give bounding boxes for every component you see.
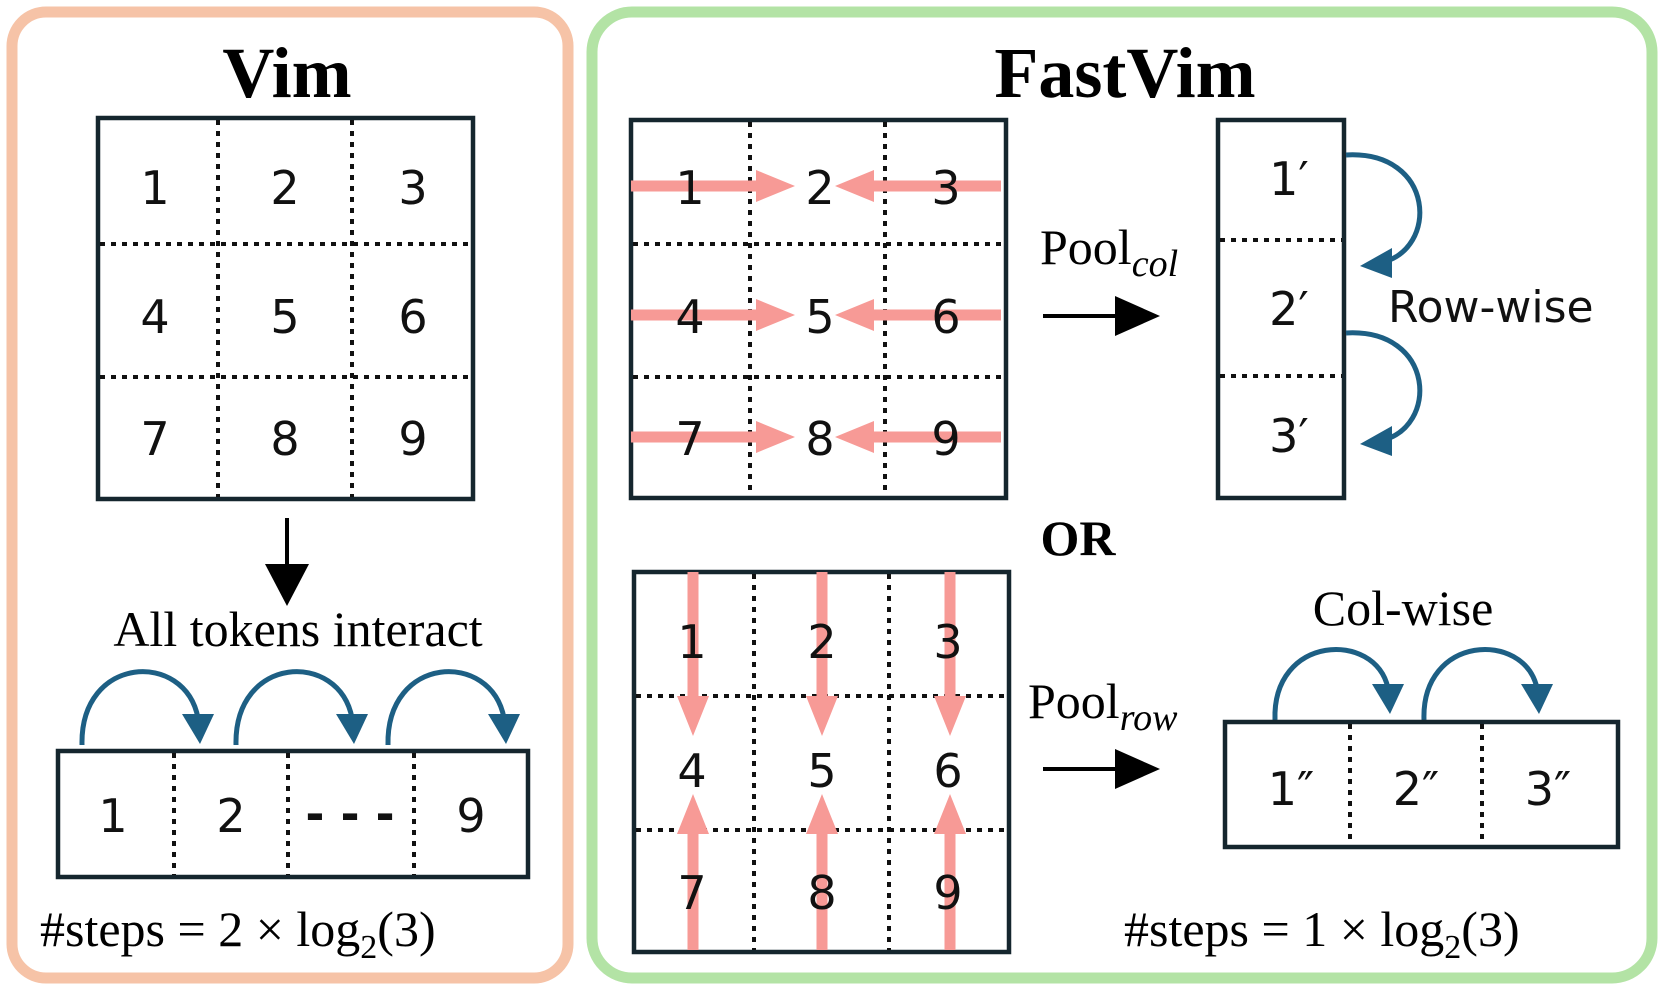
col-tokens-box: 1″ 2″ 3″ xyxy=(1222,719,1621,850)
fastvim-top-grid: 1 2 3 4 5 6 7 8 9 xyxy=(628,117,1009,501)
pool-col-arrow xyxy=(1043,296,1160,336)
fv-top-grid-cell-6: 6 xyxy=(931,290,960,344)
seq-token-9: 9 xyxy=(456,789,485,843)
vim-caption: All tokens interact xyxy=(113,601,482,657)
fv-top-grid-cell-2: 2 xyxy=(805,161,834,215)
seq-token-2: 2 xyxy=(216,789,245,843)
fv-bot-grid-cell-7: 7 xyxy=(677,866,706,920)
vim-grid-cell-3: 3 xyxy=(398,161,427,215)
row-token-1: 1′ xyxy=(1269,152,1309,206)
fv-bot-grid-cell-9: 9 xyxy=(933,866,962,920)
seq-gap: - - - xyxy=(305,787,394,841)
fv-bot-grid-cell-2: 2 xyxy=(807,615,836,669)
vim-grid: 1 2 3 4 5 6 7 8 9 xyxy=(95,115,476,502)
seq-token-1: 1 xyxy=(98,789,127,843)
col-token-2: 2″ xyxy=(1393,762,1439,816)
vim-grid-cell-4: 4 xyxy=(140,290,169,344)
vim-grid-cell-6: 6 xyxy=(398,290,427,344)
fv-top-grid-cell-3: 3 xyxy=(931,161,960,215)
or-label: OR xyxy=(1041,510,1117,566)
row-token-3: 3′ xyxy=(1269,409,1309,463)
fv-bot-grid-cell-3: 3 xyxy=(933,615,962,669)
vim-title: Vim xyxy=(222,33,351,113)
fv-bot-grid-cell-5: 5 xyxy=(807,744,836,798)
fastvim-steps-formula: #steps = 1 × log2(3) xyxy=(1124,901,1520,966)
vim-grid-cell-8: 8 xyxy=(270,412,299,466)
col-wise-arcs xyxy=(1272,646,1553,721)
vim-blue-arcs xyxy=(79,669,520,746)
fv-top-grid-cell-9: 9 xyxy=(931,412,960,466)
fastvim-bottom-grid: 1 2 3 4 5 6 7 8 9 xyxy=(631,569,1012,955)
col-token-1: 1″ xyxy=(1268,762,1314,816)
pool-row-arrow xyxy=(1043,749,1160,789)
fastvim-title: FastVim xyxy=(994,33,1255,113)
vim-down-arrow xyxy=(265,518,309,606)
col-token-3: 3″ xyxy=(1525,762,1571,816)
row-wise-arcs xyxy=(1345,152,1423,456)
fv-top-grid-cell-7: 7 xyxy=(675,412,704,466)
row-wise-label: Row-wise xyxy=(1388,282,1594,333)
fv-top-grid-cell-4: 4 xyxy=(675,290,704,344)
fv-top-grid-cell-1: 1 xyxy=(675,161,704,215)
fv-bot-grid-cell-6: 6 xyxy=(933,744,962,798)
row-tokens-box: 1′ 2′ 3′ xyxy=(1215,117,1347,501)
vim-grid-cell-5: 5 xyxy=(270,290,299,344)
vim-grid-cell-1: 1 xyxy=(140,161,169,215)
fv-top-grid-cell-5: 5 xyxy=(805,290,834,344)
vim-grid-cell-2: 2 xyxy=(270,161,299,215)
fv-bot-grid-cell-8: 8 xyxy=(807,866,836,920)
row-token-2: 2′ xyxy=(1269,282,1309,336)
vim-grid-cell-9: 9 xyxy=(398,412,427,466)
col-arrows xyxy=(677,572,966,950)
fv-bot-grid-cell-4: 4 xyxy=(677,744,706,798)
vim-steps-formula: #steps = 2 × log2(3) xyxy=(40,901,436,966)
vim-grid-cell-7: 7 xyxy=(140,412,169,466)
vim-sequence: 1 2 - - - 9 xyxy=(55,748,531,880)
row-arrows xyxy=(631,170,1001,453)
vim-panel xyxy=(6,6,574,984)
fv-top-grid-cell-8: 8 xyxy=(805,412,834,466)
pool-row-label: Poolrow xyxy=(1028,673,1178,739)
col-wise-label: Col-wise xyxy=(1313,580,1494,636)
pool-col-label: Poolcol xyxy=(1040,219,1178,285)
fv-bot-grid-cell-1: 1 xyxy=(677,615,706,669)
